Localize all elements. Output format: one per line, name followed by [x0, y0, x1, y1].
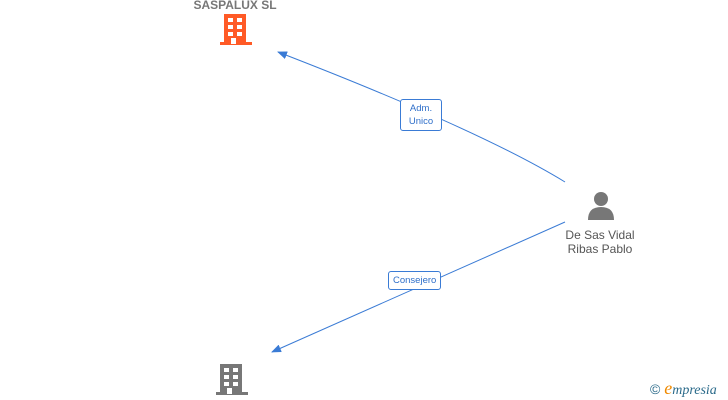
- building-icon-bottom[interactable]: [216, 362, 248, 396]
- copyright-icon: ©: [650, 381, 661, 397]
- edge-label-consejero[interactable]: Consejero: [388, 271, 442, 290]
- edge-label-adm-unico[interactable]: Adm. Unico: [400, 99, 442, 131]
- edge-label-line1: Adm.: [409, 103, 433, 114]
- building-icon[interactable]: [220, 12, 252, 46]
- person-name-line1: De Sas Vidal: [565, 228, 635, 242]
- edge-label-line2: Unico: [408, 116, 434, 127]
- person-icon[interactable]: [586, 190, 616, 220]
- brand-name: mpresia: [672, 383, 717, 398]
- company-top-name[interactable]: SASPALUX SL: [193, 0, 277, 12]
- person-name-line2: Ribas Pablo: [567, 242, 633, 256]
- brand-initial: e: [664, 378, 673, 398]
- edge-adm-unico: [277, 51, 566, 183]
- empresia-watermark: © empresia: [650, 378, 717, 399]
- person-name[interactable]: De Sas Vidal Ribas Pablo: [548, 228, 652, 256]
